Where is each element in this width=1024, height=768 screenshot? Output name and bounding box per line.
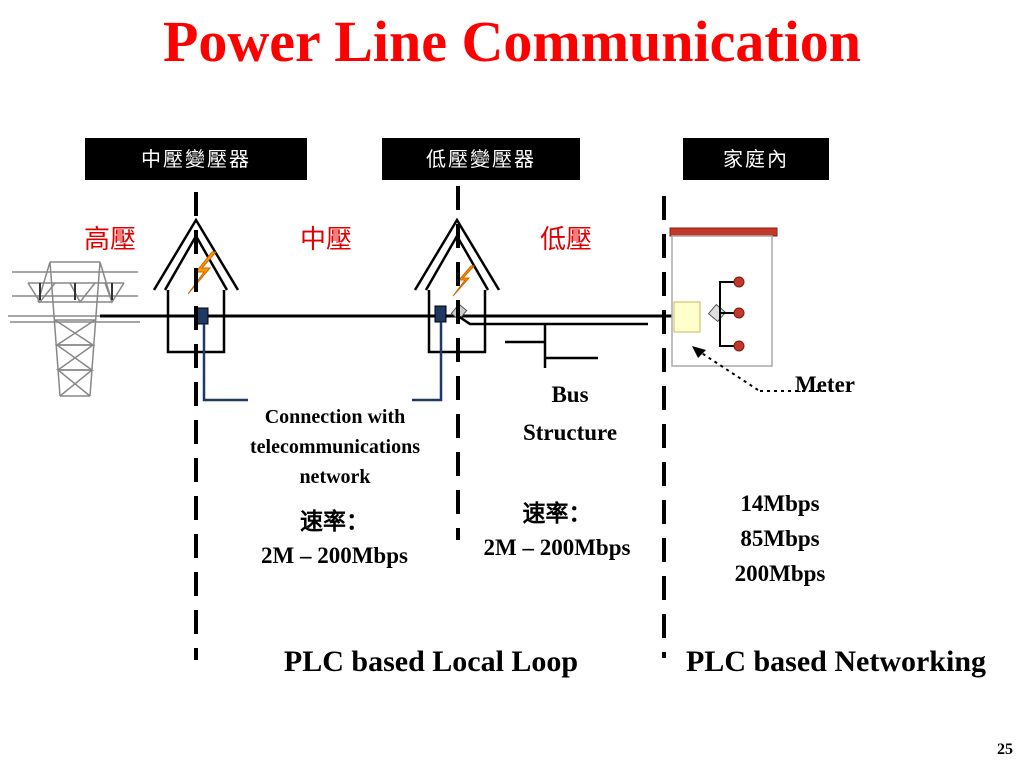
header-home: 家庭內: [683, 138, 829, 180]
home-rate: 85Mbps: [740, 526, 820, 551]
bus-structure-label: Bus Structure: [500, 376, 640, 452]
label-medium-voltage: 中壓: [300, 225, 353, 255]
page-title: Power Line Communication: [162, 9, 862, 74]
rate-middle: 速率： 2M – 200Mbps: [458, 497, 656, 565]
bus-label-line: Bus: [551, 382, 589, 407]
bus-structure: [457, 314, 648, 368]
rate-value: 2M – 200Mbps: [483, 535, 631, 560]
outlet-icon: [733, 340, 745, 352]
header-lv-transformer: 低壓變壓器: [382, 138, 580, 180]
rate-label: 速率：: [300, 509, 369, 535]
bus-label-line: Structure: [522, 420, 618, 445]
telecom-connection-line: [202, 322, 443, 402]
header-mv-transformer: 中壓變壓器: [85, 138, 307, 180]
page-number: 25: [997, 741, 1013, 758]
meter-box: [673, 301, 701, 333]
footer-networking: PLC based Networking: [685, 645, 986, 678]
rate-label: 速率：: [522, 501, 592, 527]
coupler-lv: [434, 305, 447, 323]
outlet-icon: [733, 276, 745, 288]
home-building: [669, 227, 778, 367]
outlet-icon: [733, 307, 745, 319]
rate-value: 2M – 200Mbps: [261, 543, 408, 568]
label-low-voltage: 低壓: [540, 225, 593, 255]
lightning-icon: [187, 251, 218, 295]
rate-left: 速率： 2M – 200Mbps: [232, 505, 437, 573]
insulator-icon: [39, 283, 113, 300]
footer-local-loop: PLC based Local Loop: [283, 645, 579, 678]
connection-label-line: telecommunications: [250, 436, 420, 458]
label-high-voltage: 高壓: [84, 225, 137, 255]
meter-pointer: [699, 351, 759, 391]
meter-label: Meter: [795, 372, 855, 397]
transmission-tower-icon: [8, 261, 140, 397]
connection-label-line: Connection with: [264, 406, 406, 428]
home-rate: 200Mbps: [734, 561, 826, 586]
home-rate: 14Mbps: [740, 491, 820, 516]
connection-label-line: network: [299, 466, 371, 488]
coupler-mv: [196, 307, 209, 325]
home-rates: 14Mbps 85Mbps 200Mbps: [700, 486, 860, 591]
connection-label: Connection with telecommunications netwo…: [218, 402, 452, 492]
